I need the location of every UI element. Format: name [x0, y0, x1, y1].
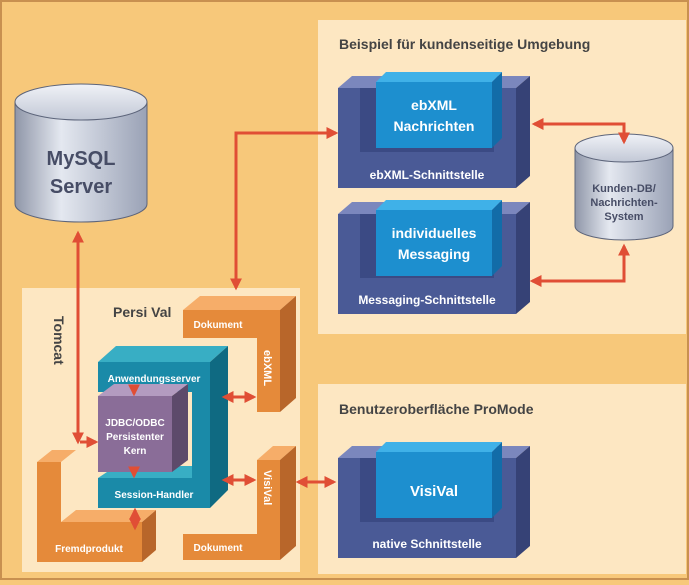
mysql-label-line2: Server — [50, 176, 112, 198]
visival-block-label: VisiVal — [410, 483, 458, 500]
visival-document-shape: Dokument VisiVal — [183, 446, 296, 560]
ebxml-vertical-label: ebXML — [261, 350, 273, 386]
ebxml-block-line2: Nachrichten — [394, 118, 475, 134]
third-party-label: Fremdprodukt — [55, 544, 123, 555]
native-interface-label: native Schnittstelle — [372, 537, 482, 551]
persistence-core-cube: JDBC/ODBC Persistenter Kern — [98, 384, 188, 472]
native-interface-block: VisiVal native Schnittstelle — [338, 442, 530, 558]
ebxml-document-shape: Dokument ebXML — [183, 296, 296, 412]
ebxml-db-arrow — [531, 118, 630, 145]
messaging-interface-block: individuelles Messaging Messaging-Schnit… — [338, 200, 530, 314]
ebxml-interface-label: ebXML-Schnittstelle — [370, 168, 485, 182]
tomcat-label: Tomcat — [51, 316, 67, 365]
visival-vertical-label: VisiVal — [261, 470, 273, 505]
visival-document-label: Dokument — [194, 543, 244, 554]
messaging-block-line2: Messaging — [398, 246, 470, 262]
mysql-server-cylinder: MySQL Server — [14, 83, 148, 223]
customer-db-line1: Kunden-DB/ — [592, 183, 656, 195]
core-line2: Persistenter — [106, 432, 164, 443]
core-line1: JDBC/ODBC — [105, 418, 164, 429]
customer-db-line3: System — [604, 211, 643, 223]
session-handler-label: Session-Handler — [115, 490, 194, 501]
connector-arrows — [72, 118, 630, 531]
ui-heading: Benutzeroberfläche ProMode — [339, 401, 534, 417]
customer-db-cylinder: Kunden-DB/ Nachrichten- System — [574, 133, 674, 241]
messaging-block-line1: individuelles — [392, 225, 477, 241]
ebxml-document-label: Dokument — [194, 320, 244, 331]
ebxml-block-line1: ebXML — [411, 97, 457, 113]
messaging-db-arrow — [529, 243, 630, 287]
ebxml-link-arrow — [230, 127, 339, 291]
persival-label: Persi Val — [113, 304, 171, 320]
messaging-interface-label: Messaging-Schnittstelle — [358, 293, 496, 307]
customer-db-line2: Nachrichten- — [590, 197, 658, 209]
mysql-label-line1: MySQL — [47, 148, 116, 170]
app-server-label: Anwendungsserver — [108, 374, 201, 385]
third-party-shape: Fremdprodukt — [37, 450, 156, 562]
core-line3: Kern — [124, 446, 147, 457]
customer-env-heading: Beispiel für kundenseitige Umgebung — [339, 36, 590, 52]
ebxml-interface-block: ebXML Nachrichten ebXML-Schnittstelle — [338, 72, 530, 188]
